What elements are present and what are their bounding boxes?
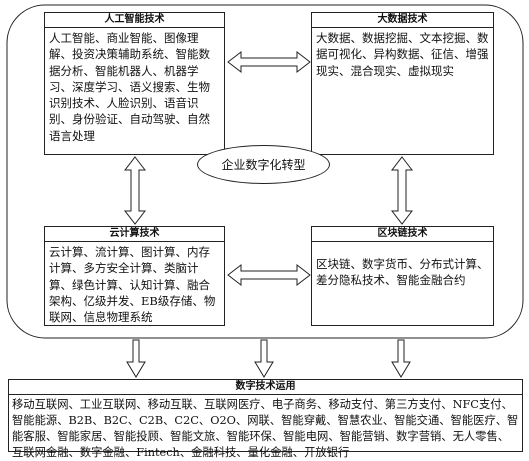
ai-technology-title: 人工智能技术	[45, 13, 224, 28]
cloud-computing-box: 云计算技术 云计算、流计算、图计算、内存计算、多方安全计算、类脑计算、绿色计算、…	[44, 226, 225, 326]
blockchain-technology-text: 区块链、数字货币、分布式计算、差分隐私技术、智能金融合约	[316, 257, 489, 288]
arrow-bigdata-blockchain	[390, 156, 414, 225]
digital-technology-application-title: 数字技术运用	[9, 380, 522, 395]
blockchain-technology-title: 区块链技术	[312, 227, 493, 242]
digital-transformation-node: 企业数字化转型	[197, 145, 330, 184]
bigdata-technology-text: 大数据、数据挖掘、文本挖掘、数据可视化、异构数据、征信、增强现实、混合现实、虚拟…	[316, 31, 489, 78]
arrow-cloud-blockchain	[227, 263, 311, 287]
bigdata-technology-title: 大数据技术	[312, 13, 493, 28]
outer-frame	[6, 4, 524, 339]
cloud-computing-text: 云计算、流计算、图计算、内存计算、多方安全计算、类脑计算、绿色计算、认知计算、融…	[49, 245, 216, 325]
arrow-down-left	[126, 339, 146, 378]
ai-technology-text: 人工智能、商业智能、图像理解、投资决策辅助系统、智能数据分析、智能机器人、机器学…	[49, 31, 210, 143]
arrow-down-center	[254, 339, 274, 378]
ai-technology-box: 人工智能技术 人工智能、商业智能、图像理解、投资决策辅助系统、智能数据分析、智能…	[44, 12, 225, 155]
bigdata-technology-box: 大数据技术 大数据、数据挖掘、文本挖掘、数据可视化、异构数据、征信、增强现实、混…	[311, 12, 494, 155]
arrow-down-right	[391, 339, 411, 378]
blockchain-technology-box: 区块链技术 区块链、数字货币、分布式计算、差分隐私技术、智能金融合约	[311, 226, 494, 326]
digital-technology-application-box: 数字技术运用 移动互联网、工业互联网、移动互联、互联网医疗、电子商务、移动支付、…	[8, 379, 523, 459]
cloud-computing-title: 云计算技术	[45, 227, 224, 242]
arrow-ai-bigdata	[227, 50, 311, 74]
arrow-ai-cloud	[123, 156, 147, 225]
digital-technology-application-text: 移动互联网、工业互联网、移动互联、互联网医疗、电子商务、移动支付、第三方支付、N…	[12, 398, 519, 459]
digital-transformation-label: 企业数字化转型	[221, 158, 306, 172]
